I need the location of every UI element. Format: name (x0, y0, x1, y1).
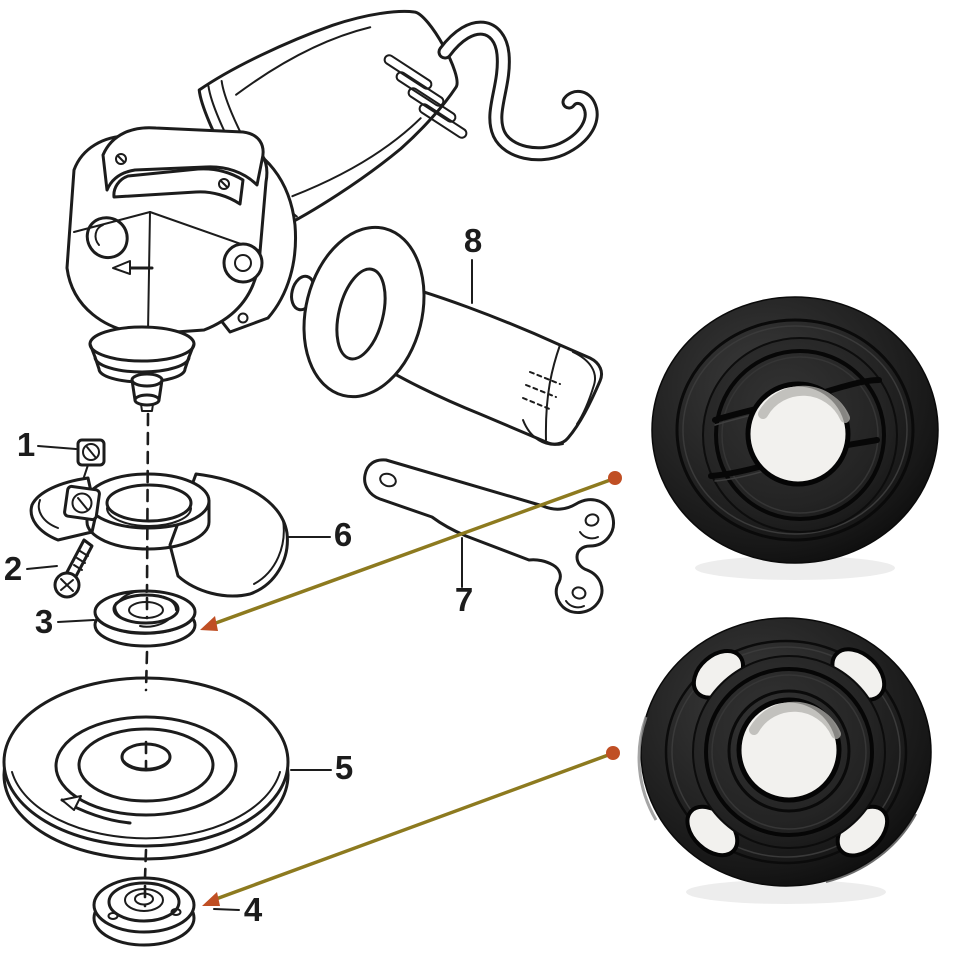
part-1-nut-drawing (76, 438, 106, 490)
gear-head-drawing (65, 126, 297, 336)
part-label-8: 8 (464, 222, 482, 259)
part-8-side-handle-drawing (290, 225, 604, 446)
part-label-7: 7 (455, 581, 473, 618)
part-6-guard-drawing (29, 472, 289, 598)
part-5-backing-pad-drawing (2, 676, 290, 861)
flange-center-hole (745, 381, 851, 487)
centerline (143, 412, 150, 908)
part-7-wrench-drawing (363, 458, 615, 614)
spindle-drawing (88, 325, 196, 412)
grinder-body-drawing (65, 9, 599, 412)
part-label-4: 4 (244, 891, 263, 928)
vent-slots (383, 54, 468, 139)
lock-nut-center-hole (736, 697, 842, 803)
part-2-screw-drawing (53, 538, 94, 599)
power-cord-drawing (437, 20, 599, 162)
part-labels: 1 2 3 4 5 6 7 8 (4, 222, 482, 928)
part-3-inner-flange-drawing (93, 589, 197, 648)
part-label-3: 3 (35, 603, 53, 640)
callout-arrow-inner-flange (200, 471, 622, 631)
callout-arrow-lock-nut (202, 746, 620, 906)
rotation-arrow-marking (112, 260, 131, 275)
part-label-5: 5 (335, 749, 353, 786)
part-label-6: 6 (334, 516, 352, 553)
inner-flange-photo (651, 296, 939, 580)
part-label-2: 2 (4, 550, 22, 587)
lock-nut-photo (637, 617, 932, 904)
part-label-1: 1 (17, 426, 35, 463)
